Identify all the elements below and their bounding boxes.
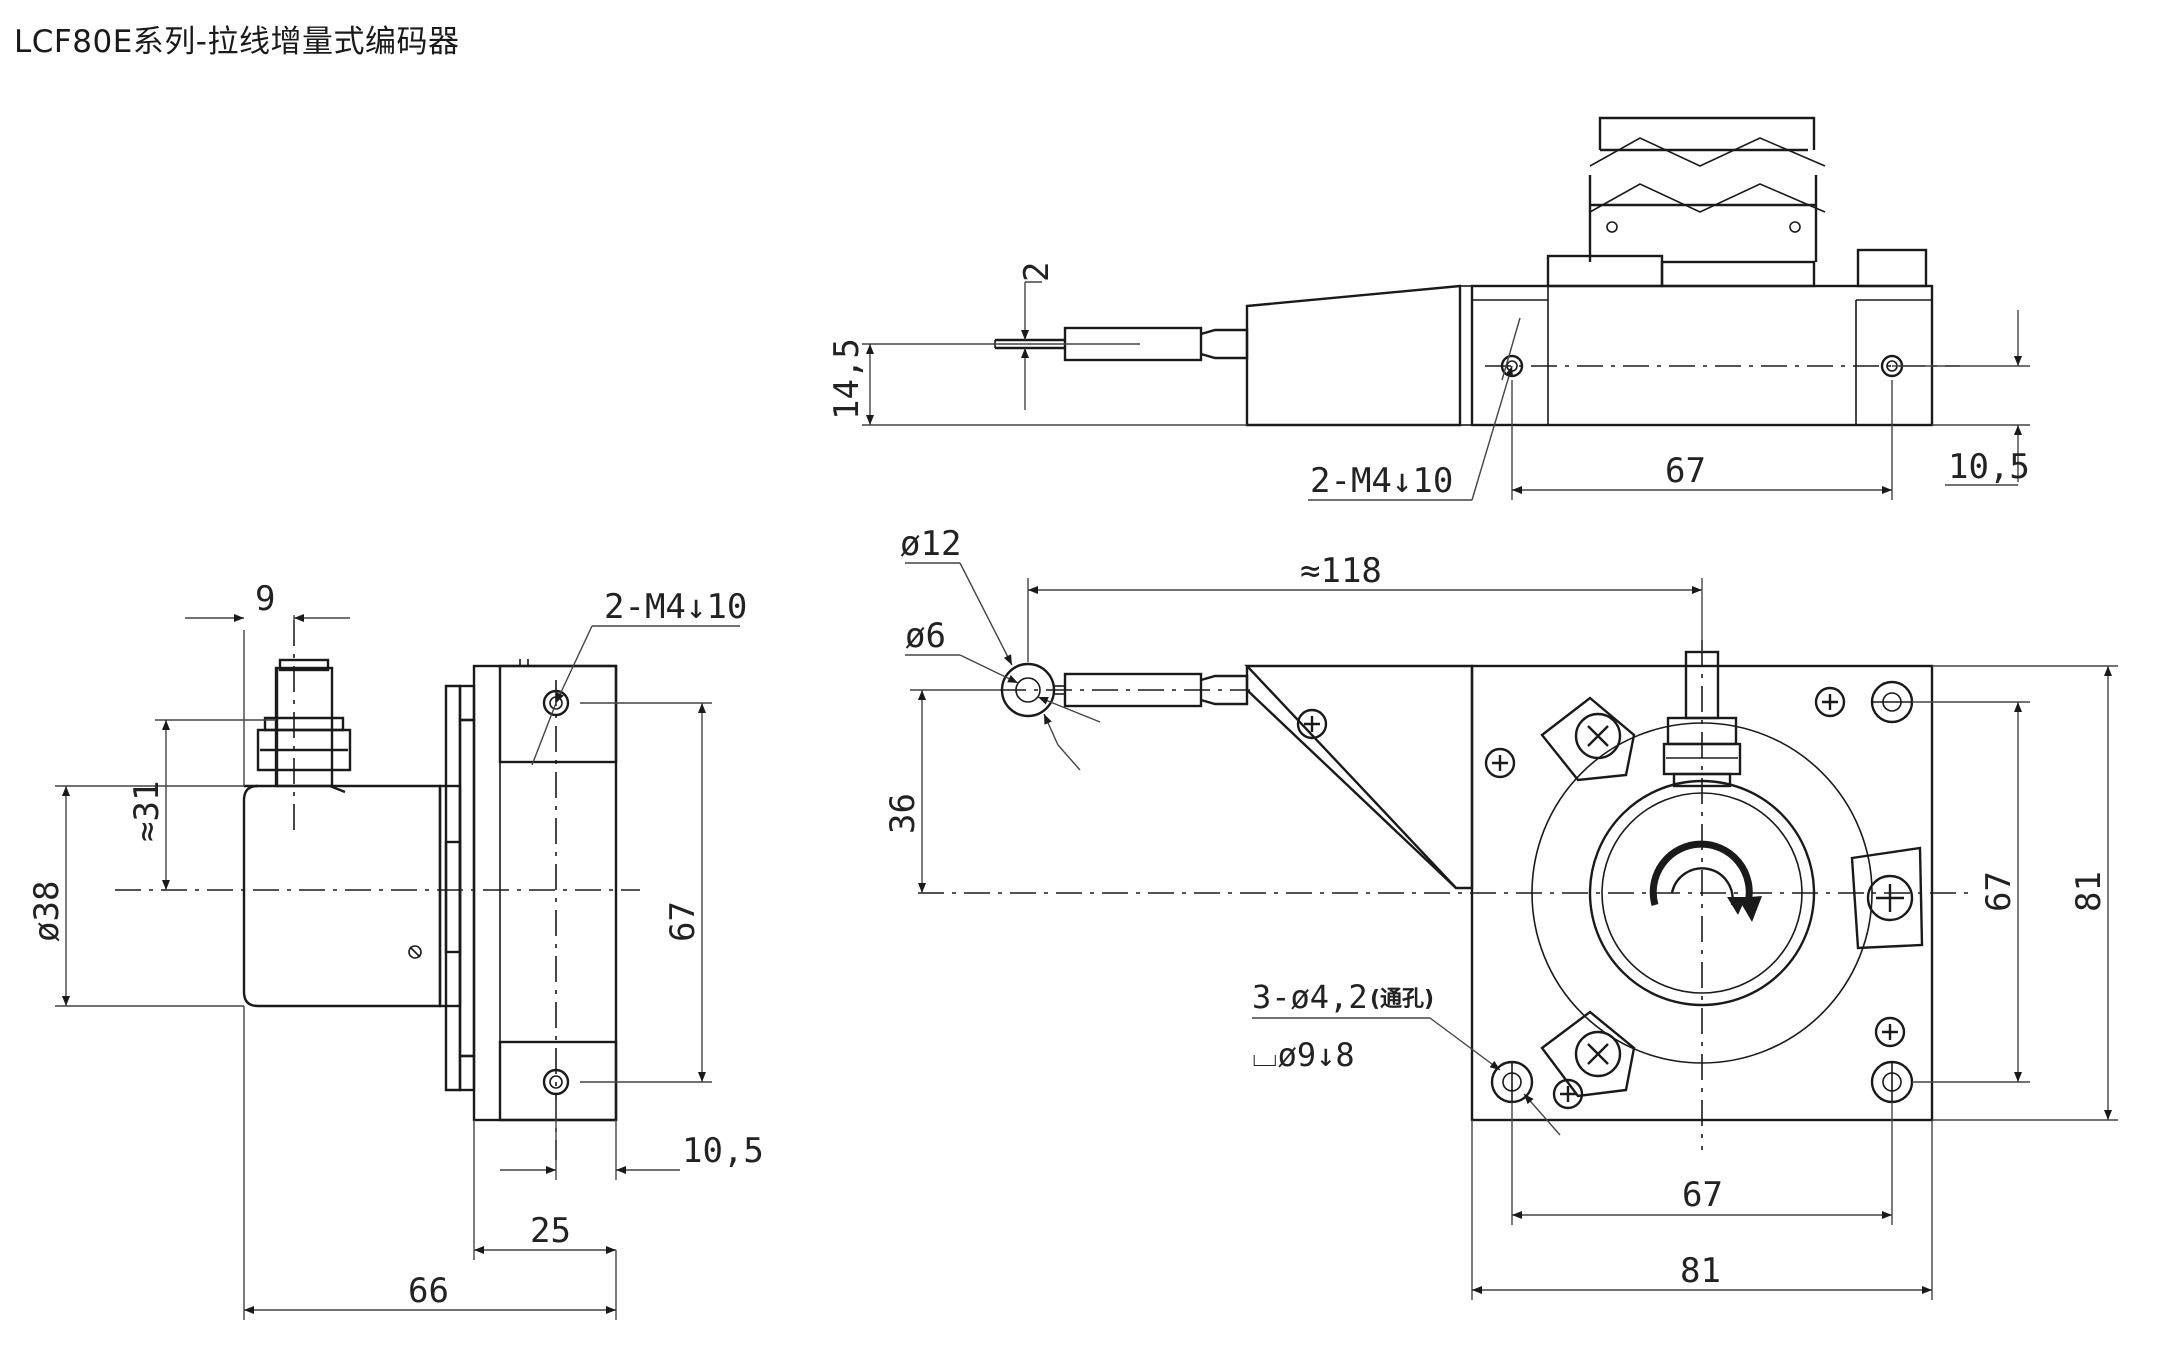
dim-hole-spacing-v: 67: [1979, 871, 2019, 912]
dim-flange: 25: [530, 1211, 571, 1251]
dim-hole-spacing-top: 67: [1665, 451, 1706, 491]
dim-edge-side: 10,5: [682, 1131, 764, 1171]
front-view: ø12 ø6 ≈118 36 3-ø4,2 (通孔) ⌴ø9↓8 67 81 6…: [883, 524, 2118, 1300]
dim-hole-spacing-h: 67: [1682, 1175, 1723, 1215]
side-view: 9 2-M4↓10 ≈31 ø38 67 10,5 25 66: [27, 579, 764, 1320]
note-counterbore: ⌴ø9↓8: [1252, 1036, 1355, 1074]
note-holes: 3-ø4,2: [1252, 978, 1368, 1016]
dim-eye-outer: ø12: [900, 524, 961, 564]
dim-center-height: ≈31: [127, 781, 167, 842]
dim-hole-spacing-side: 67: [663, 901, 703, 942]
dim-eye-inner: ø6: [905, 616, 946, 656]
dim-width-v: 81: [2069, 871, 2109, 912]
dim-reach: ≈118: [1300, 551, 1382, 591]
dim-diameter: ø38: [27, 881, 67, 942]
note-holes-suffix: (通孔): [1370, 987, 1434, 1012]
note-thread-top: 2-M4↓10: [1310, 461, 1453, 501]
screw-icon: [1296, 686, 1906, 1110]
dim-height: 14,5: [827, 338, 867, 420]
dim-shaft-offset: 9: [255, 579, 275, 619]
dim-length: 66: [408, 1271, 449, 1311]
dim-edge-top: 10,5: [1948, 447, 2030, 487]
top-view: 2 14,5 67 10,5 2-M4↓10: [827, 116, 2030, 501]
note-thread-side: 2-M4↓10: [604, 587, 747, 627]
dim-width-h: 81: [1680, 1251, 1721, 1291]
drawing-title: LCF80E系列-拉线增量式编码器: [14, 24, 460, 60]
dim-wire-height: 36: [883, 793, 923, 834]
dim-wire-gap: 2: [1017, 262, 1057, 282]
